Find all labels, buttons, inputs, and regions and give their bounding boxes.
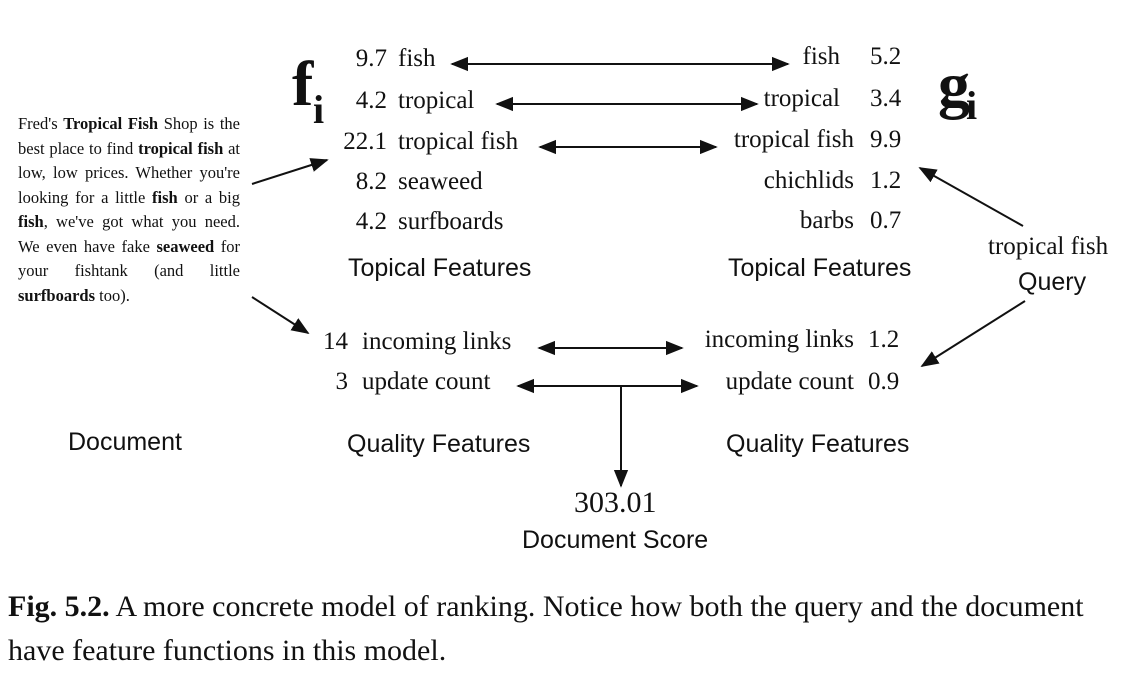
- arrow-query-to-quality: [920, 300, 1026, 367]
- query-quality-term: incoming links: [704, 326, 854, 353]
- caption-prefix: Fig. 5.2.: [8, 590, 110, 623]
- topical-features-label-right: Topical Features: [728, 254, 912, 282]
- f-symbol: f: [292, 48, 314, 119]
- document-keyword: Tropical Fish: [63, 114, 159, 133]
- document-text-run: too).: [95, 285, 130, 305]
- figure-caption: Fig. 5.2. A more concrete model of ranki…: [8, 585, 1128, 673]
- document-text-run: or a big: [177, 187, 240, 207]
- doc-topical-term: seaweed: [398, 168, 483, 195]
- document-text: Fred's Tropical Fish Shop is the best pl…: [18, 112, 240, 308]
- document-text-run: for your fishtank (and little: [18, 236, 240, 281]
- query-quality-term: update count: [725, 368, 854, 395]
- score-value: 303.01: [574, 486, 657, 519]
- topical-features-label-left: Topical Features: [348, 254, 532, 282]
- query-topical-value: 3.4: [870, 85, 902, 112]
- query-topical-term: tropical fish: [733, 126, 854, 153]
- document-text-run: at low, low prices. Whether you're looki…: [18, 138, 240, 207]
- quality-features-label-right: Quality Features: [726, 430, 910, 458]
- f-subscript: i: [313, 87, 325, 132]
- score-label: Document Score: [522, 526, 709, 554]
- query-topical-term: tropical: [763, 85, 840, 112]
- query-topical-term: fish: [802, 43, 841, 70]
- doc-topical-value: 9.7: [355, 45, 387, 72]
- document-label: Document: [68, 428, 182, 456]
- document-text-run: , we've got what you need. We even have …: [18, 212, 240, 256]
- g-subscript: i: [966, 83, 978, 128]
- query-topical-term: chichlids: [763, 167, 854, 194]
- doc-topical-value: 22.1: [343, 128, 387, 155]
- doc-quality-value: 3: [335, 368, 349, 395]
- doc-topical-term: fish: [398, 45, 436, 72]
- document-text-run: Shop is the best place to find: [18, 114, 240, 158]
- doc-quality-term: update count: [362, 368, 491, 395]
- query-topical-value: 1.2: [870, 167, 902, 194]
- document-text-run: Fred's: [18, 114, 64, 133]
- doc-topical-term: surfboards: [398, 208, 504, 235]
- caption-text: A more concrete model of ranking. Notice…: [8, 590, 1084, 667]
- arrow-doc-to-quality: [251, 296, 310, 334]
- doc-quality-term: incoming links: [362, 328, 512, 355]
- arrow-query-to-topical: [918, 167, 1024, 227]
- doc-topical-value: 4.2: [355, 208, 387, 235]
- g-symbol: g: [938, 49, 970, 120]
- query-text: tropical fish: [988, 233, 1109, 260]
- quality-features-label-left: Quality Features: [347, 430, 531, 458]
- query-topical-term: barbs: [799, 207, 854, 234]
- document-keyword: surfboards: [18, 285, 96, 305]
- document-keyword: fish: [152, 187, 178, 207]
- query-quality-value: 0.9: [868, 368, 900, 395]
- query-topical-value: 0.7: [870, 207, 902, 234]
- document-keyword: tropical fish: [138, 138, 224, 158]
- query-quality-value: 1.2: [868, 326, 900, 353]
- query-topical-value: 5.2: [870, 43, 902, 70]
- query-label: Query: [1018, 268, 1087, 296]
- query-topical-value: 9.9: [870, 126, 902, 153]
- doc-topical-value: 8.2: [355, 168, 387, 195]
- document-keyword: fish: [18, 212, 44, 231]
- doc-quality-value: 14: [323, 328, 348, 355]
- doc-topical-term: tropical fish: [398, 128, 519, 155]
- arrow-doc-to-topical: [251, 158, 329, 185]
- document-keyword: seaweed: [156, 236, 215, 256]
- doc-topical-value: 4.2: [355, 87, 387, 114]
- doc-topical-term: tropical: [398, 87, 475, 114]
